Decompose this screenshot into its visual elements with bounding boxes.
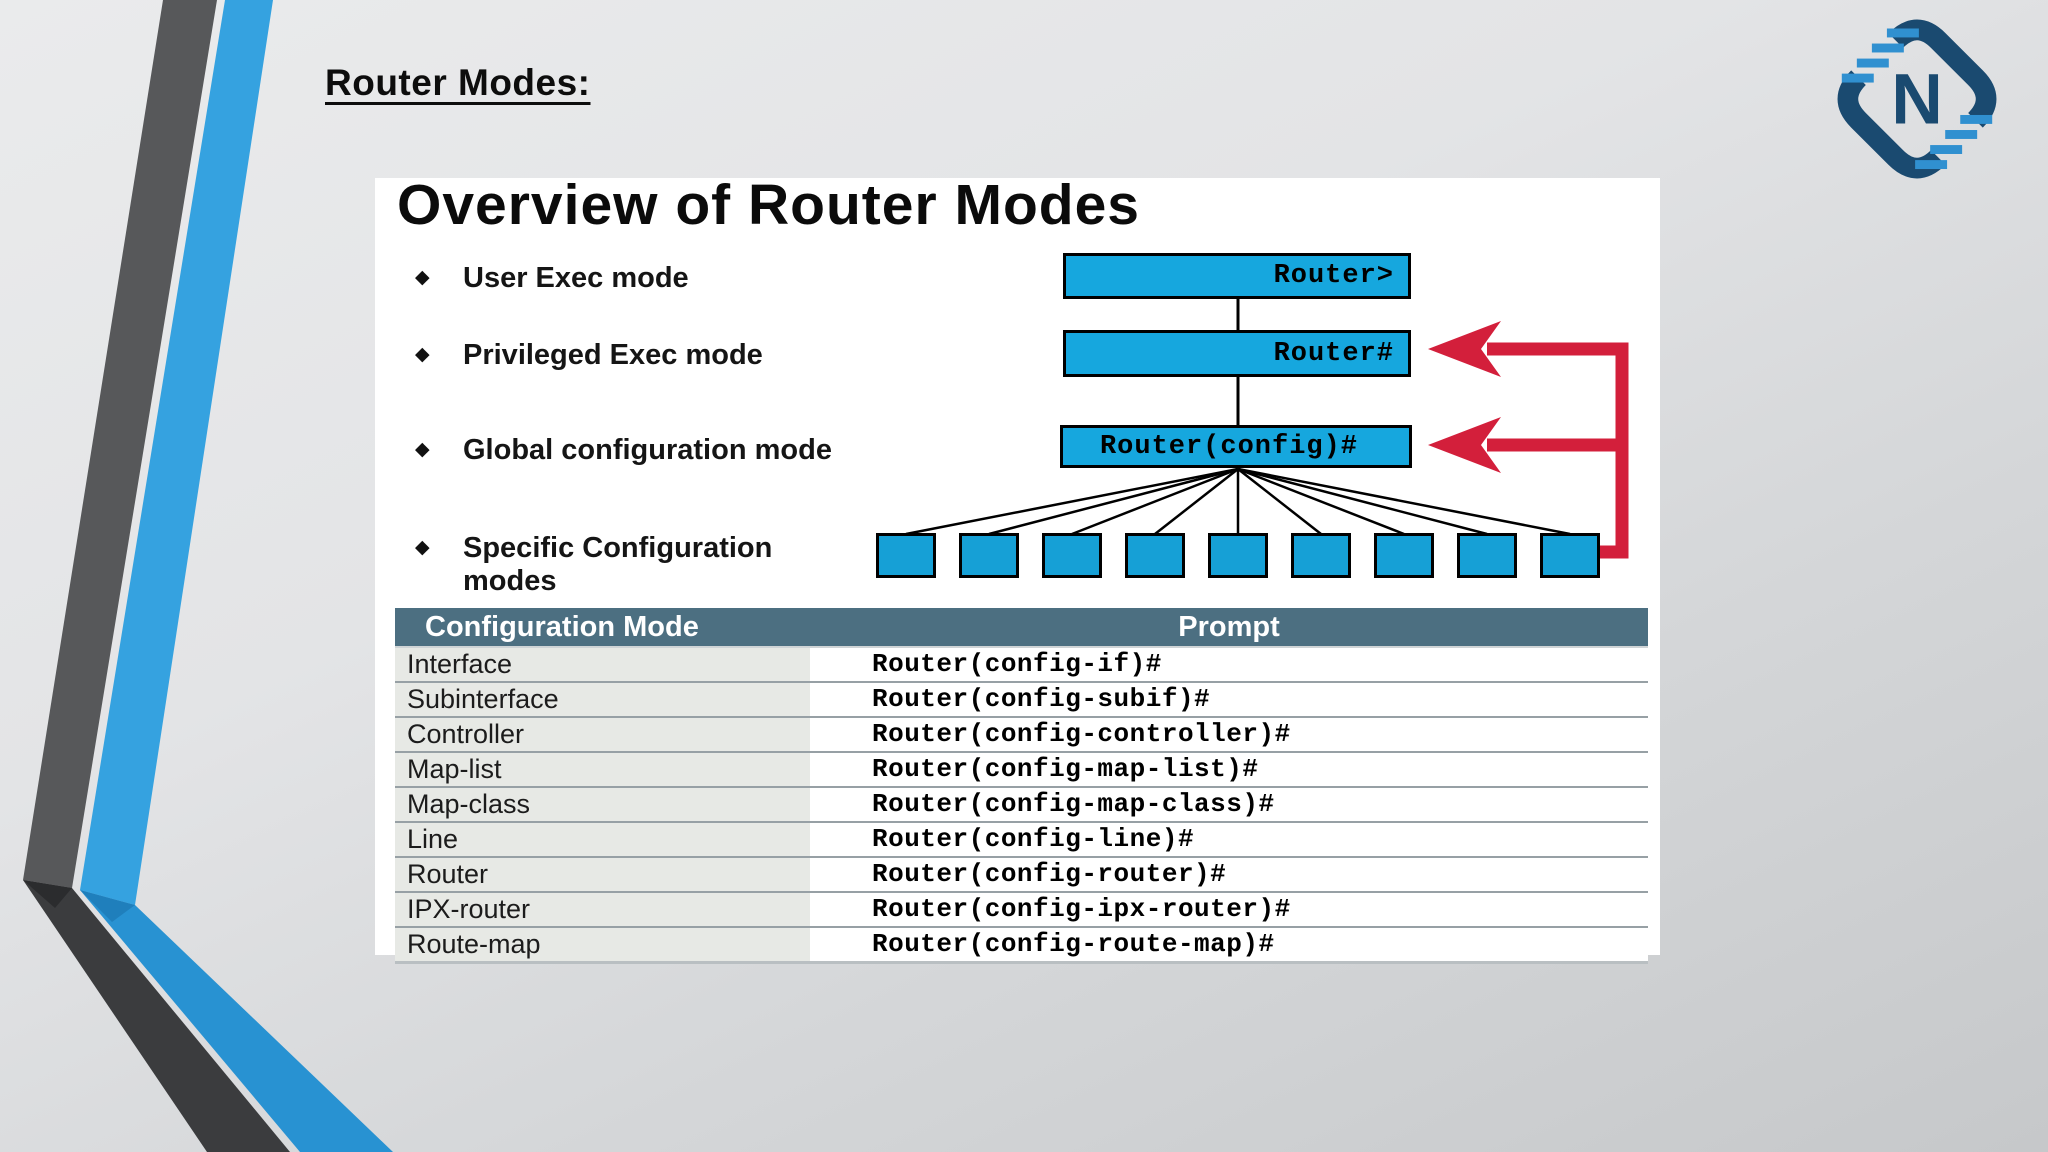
table-row: Interface Router(config-if)# (395, 647, 1648, 682)
diagram-panel: Overview of Router Modes ◆ User Exec mod… (375, 173, 1660, 964)
fan-lines (905, 467, 1571, 536)
table-row: Route-map Router(config-route-map)# (395, 927, 1648, 963)
mode-cell: Map-list (395, 752, 810, 787)
specific-mode-box-5 (1208, 533, 1268, 578)
specific-mode-box-1 (876, 533, 936, 578)
specific-mode-box-2 (959, 533, 1019, 578)
return-arrow (1428, 321, 1629, 559)
header-prompt: Prompt (810, 608, 1648, 647)
bullet-specific-config: ◆ Specific Configuration modes (415, 532, 815, 598)
table-row: IPX-router Router(config-ipx-router)# (395, 892, 1648, 927)
specific-mode-box-4 (1125, 533, 1185, 578)
table-row: Controller Router(config-controller)# (395, 717, 1648, 752)
page-title: Router Modes: (325, 62, 591, 103)
bullet-user-exec: ◆ User Exec mode (415, 262, 689, 295)
specific-mode-box-3 (1042, 533, 1102, 578)
mode-cell: Subinterface (395, 682, 810, 717)
specific-mode-box-6 (1291, 533, 1351, 578)
prompt-cell: Router(config-map-list)# (810, 752, 1648, 787)
mode-box-user-exec: Router> (1063, 253, 1411, 299)
specific-mode-box-8 (1457, 533, 1517, 578)
bullet-label: User Exec mode (463, 262, 689, 294)
mode-box-global-config: Router(config)# (1060, 425, 1412, 468)
table-row: Map-class Router(config-map-class)# (395, 787, 1648, 822)
prompt-cell: Router(config-ipx-router)# (810, 892, 1648, 927)
mode-box-privileged-exec: Router# (1063, 330, 1411, 377)
logo-letter: N (1891, 59, 1943, 139)
table-row: Line Router(config-line)# (395, 822, 1648, 857)
prompt-cell: Router(config-subif)# (810, 682, 1648, 717)
prompt-cell: Router(config-line)# (810, 822, 1648, 857)
diamond-bullet-icon: ◆ (415, 267, 430, 288)
mode-cell: Line (395, 822, 810, 857)
diamond-bullet-icon: ◆ (415, 439, 430, 460)
arrowhead-icon (1428, 321, 1501, 377)
prompt-cell: Router(config-route-map)# (810, 927, 1648, 963)
diamond-bullet-icon: ◆ (415, 537, 430, 558)
mode-cell: Interface (395, 647, 810, 682)
mode-cell: Controller (395, 717, 810, 752)
prompt-cell: Router(config-if)# (810, 647, 1648, 682)
mode-cell: Router (395, 857, 810, 892)
prompt-cell: Router(config-controller)# (810, 717, 1648, 752)
diamond-bullet-icon: ◆ (415, 344, 430, 365)
mode-cell: Map-class (395, 787, 810, 822)
table-row: Map-list Router(config-map-list)# (395, 752, 1648, 787)
bullet-label: Privileged Exec mode (463, 339, 763, 371)
arrowhead-icon (1428, 417, 1501, 473)
bullet-label: Specific Configuration modes (463, 532, 773, 597)
specific-mode-box-7 (1374, 533, 1434, 578)
company-logo: N (1837, 19, 1997, 179)
prompt-cell: Router(config-map-class)# (810, 787, 1648, 822)
config-mode-table: Configuration Mode Prompt Interface Rout… (395, 608, 1648, 964)
bullet-label: Global configuration mode (463, 434, 832, 466)
specific-mode-box-9 (1540, 533, 1600, 578)
diagram-title: Overview of Router Modes (397, 173, 1140, 237)
diagram-connectors (905, 299, 1629, 559)
table-row: Router Router(config-router)# (395, 857, 1648, 892)
mode-cell: IPX-router (395, 892, 810, 927)
mode-cell: Route-map (395, 927, 810, 963)
table-row: Subinterface Router(config-subif)# (395, 682, 1648, 717)
prompt-cell: Router(config-router)# (810, 857, 1648, 892)
bullet-privileged-exec: ◆ Privileged Exec mode (415, 339, 763, 372)
logo-stripes (1841, 28, 1993, 170)
bullet-global-config: ◆ Global configuration mode (415, 434, 832, 467)
table-header-row: Configuration Mode Prompt (395, 608, 1648, 647)
header-configuration-mode: Configuration Mode (395, 608, 810, 647)
